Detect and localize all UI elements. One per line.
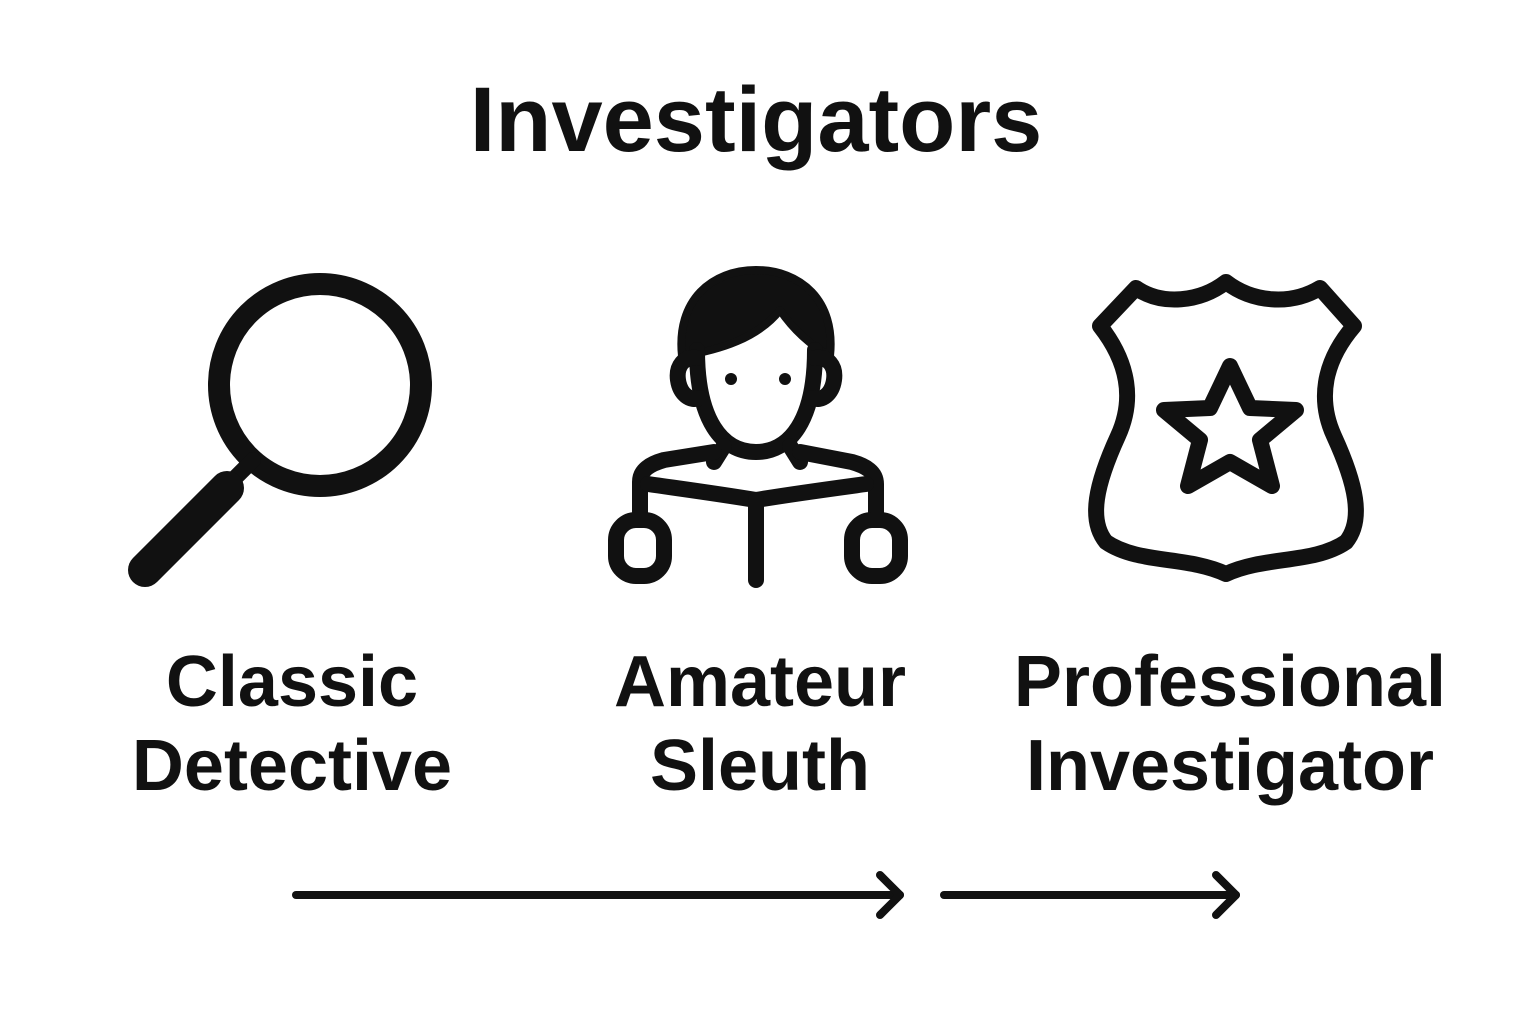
badge-outline xyxy=(1088,274,1364,582)
star-shape xyxy=(1156,358,1304,494)
face-shape xyxy=(689,342,823,460)
right-hand xyxy=(844,512,908,584)
label-line: Professional xyxy=(1013,642,1447,722)
person-reading-book-icon xyxy=(608,266,908,588)
arrow-right-icon xyxy=(292,871,904,919)
label-amateur-sleuth: Amateur Sleuth xyxy=(560,640,960,808)
diagram-title: Investigators xyxy=(469,69,1043,171)
label-line: Investigator xyxy=(1025,726,1435,806)
shoulders xyxy=(632,444,884,528)
hair-shape xyxy=(677,266,835,360)
label-professional-investigator: Professional Investigator xyxy=(980,640,1480,808)
left-eye xyxy=(725,373,737,385)
police-badge-star-icon xyxy=(1088,274,1364,582)
label-line: Amateur xyxy=(613,642,907,722)
arrow-right-icon xyxy=(940,871,1240,919)
left-ear xyxy=(669,349,708,407)
label-line: Classic xyxy=(165,642,419,722)
label-line: Detective xyxy=(131,726,453,806)
right-ear xyxy=(804,349,843,407)
magnifying-glass-icon xyxy=(128,273,432,587)
label-line: Sleuth xyxy=(649,726,870,806)
right-eye xyxy=(779,373,791,385)
left-hand xyxy=(608,512,672,584)
label-classic-detective: Classic Detective xyxy=(92,640,492,808)
